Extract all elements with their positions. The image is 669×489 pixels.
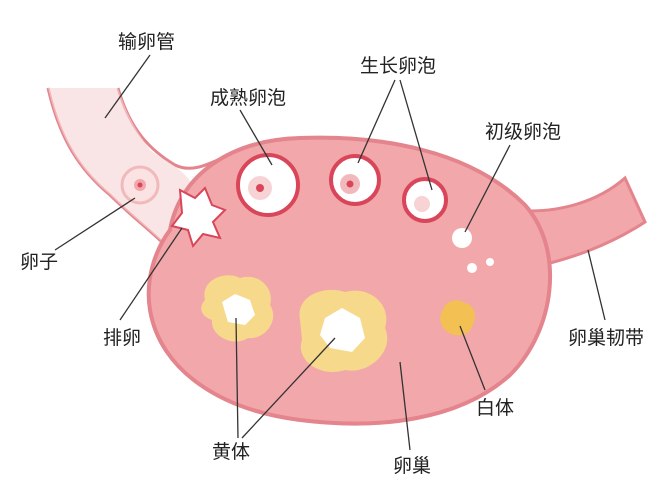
corpus-luteum-2 <box>299 289 388 372</box>
label-fallopian-tube: 输卵管 <box>118 31 175 53</box>
leader-lines <box>54 54 606 451</box>
growing-follicle-2 <box>402 177 448 223</box>
label-ovulation: 排卵 <box>103 327 141 349</box>
label-corpus-luteum: 黄体 <box>212 441 250 463</box>
label-corpus-albicans: 白体 <box>476 397 514 419</box>
label-ovarian-ligament: 卵巢韧带 <box>568 327 644 349</box>
label-growing-follicle: 生长卵泡 <box>360 55 436 77</box>
label-ovary: 卵巢 <box>393 455 431 477</box>
corpus-albicans <box>440 300 476 336</box>
mature-follicle <box>236 153 300 217</box>
label-primary-follicle: 初级卵泡 <box>485 121 561 143</box>
ovum <box>120 165 160 205</box>
growing-follicle-1 <box>329 154 381 206</box>
label-ovum: 卵子 <box>20 251 58 273</box>
label-mature-follicle: 成熟卵泡 <box>210 87 286 109</box>
ovulation-rupture <box>170 186 227 249</box>
primary-follicles <box>452 228 494 273</box>
corpus-luteum-1 <box>201 275 274 342</box>
